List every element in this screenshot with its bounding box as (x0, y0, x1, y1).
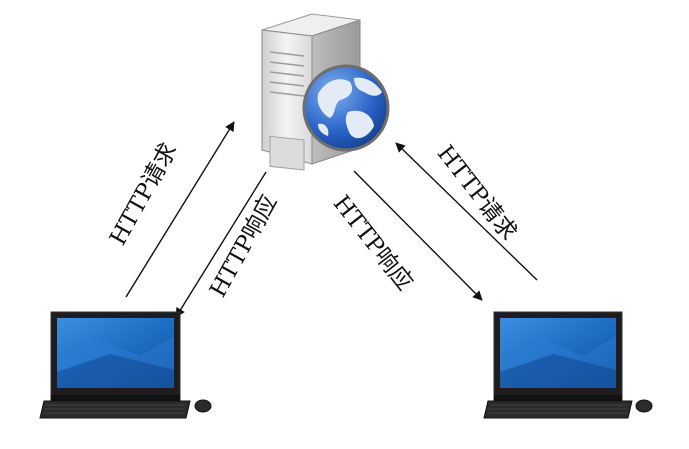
arrow-right-request (395, 142, 538, 281)
arrow-left-response (175, 171, 267, 318)
right-computer-icon (483, 311, 653, 419)
left-computer-icon (39, 311, 212, 419)
arrow-left-request (125, 121, 235, 298)
globe-icon (302, 64, 390, 152)
arrow-right-response (353, 170, 483, 301)
